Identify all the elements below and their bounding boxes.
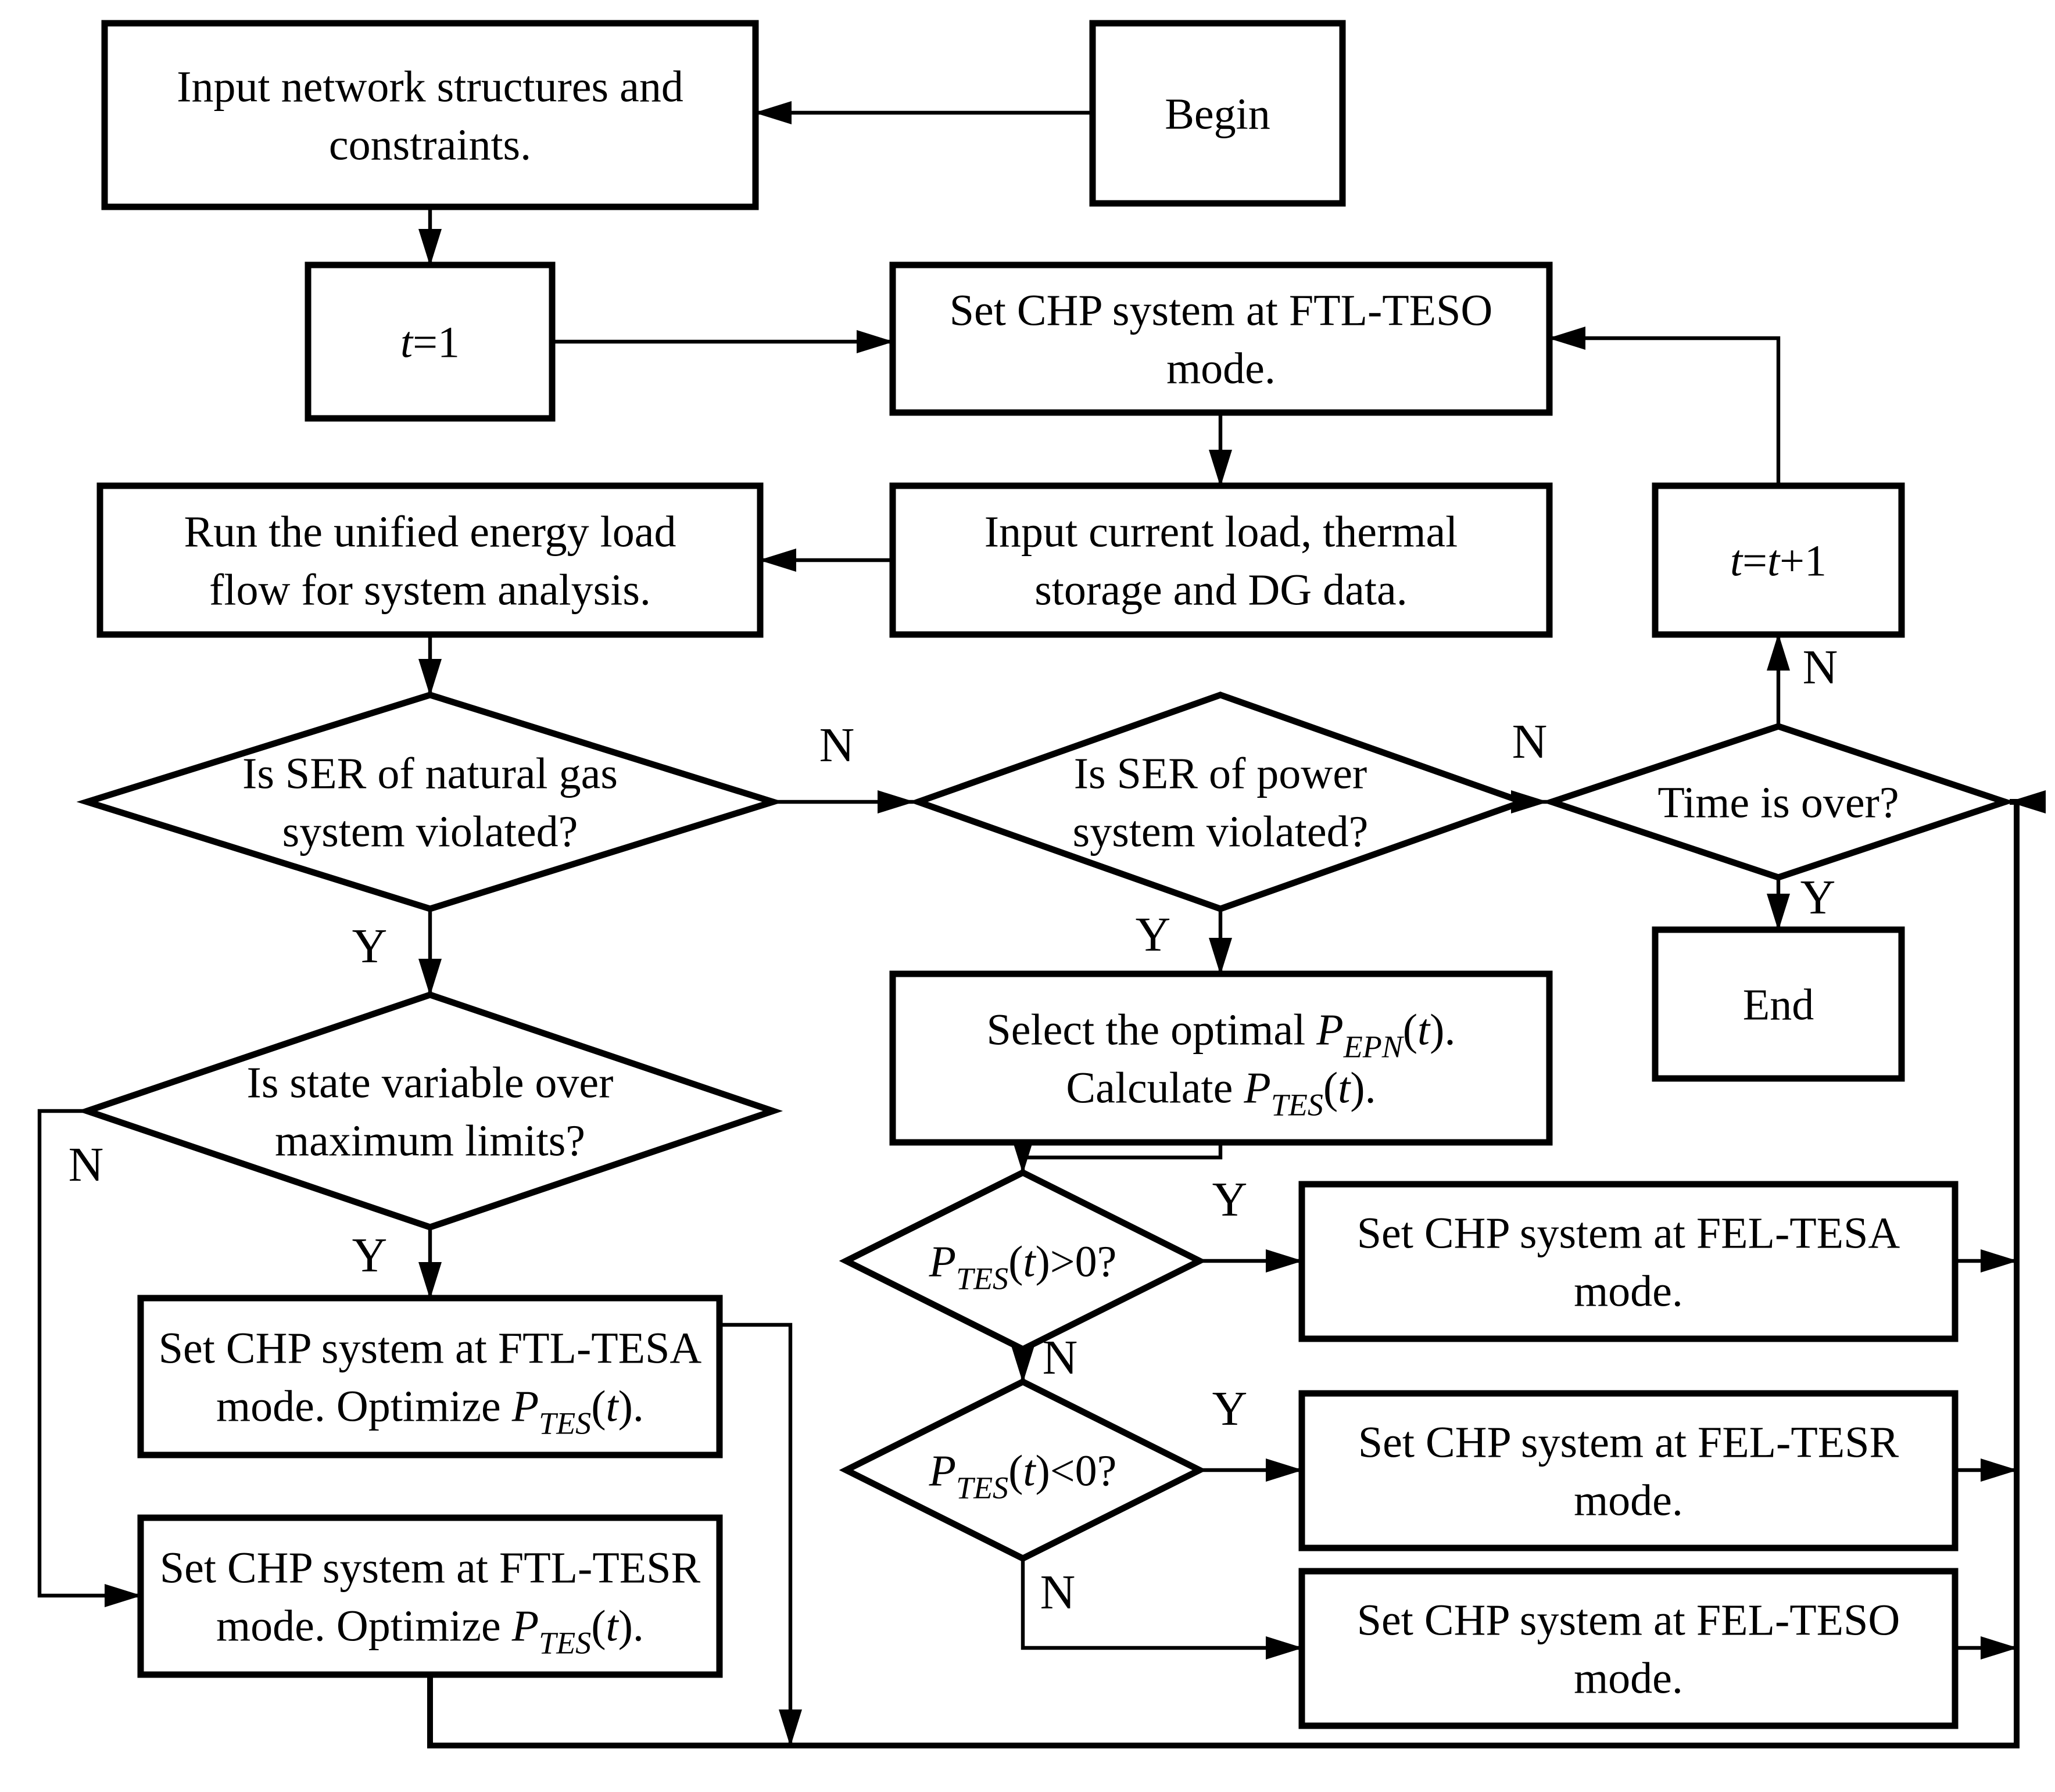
input-network-box: Input network structures and constraints. — [101, 20, 759, 210]
input-network-box-label: Input network structures and — [177, 63, 683, 112]
ser-natural-gas-diamond-label: system violated? — [282, 808, 578, 856]
input-network-box-shape — [101, 20, 759, 210]
ser-power-diamond-label: Is SER of power — [1074, 750, 1367, 798]
state-variable-diamond-label: maximum limits? — [275, 1117, 585, 1166]
nodes-layer: Input network structures and constraints.… — [76, 20, 2015, 1729]
t-increment-box-label: t=t+1 — [1730, 537, 1827, 586]
fel-teso-mode-box-label: Set CHP system at FEL-TESO — [1357, 1596, 1900, 1645]
ser-power-diamond: Is SER of power system violated? — [908, 691, 1533, 912]
ptes-negative-diamond-shape — [839, 1378, 1207, 1562]
fel-teso-mode-box-shape — [1298, 1568, 1959, 1729]
edge-label-ptes-negative-no-to-fel-teso: N — [1040, 1565, 1076, 1619]
edge-label-gas-no-to-power-diamond: N — [819, 718, 855, 772]
fel-tesr-mode-box-shape — [1298, 1390, 1959, 1551]
ptes-positive-diamond-shape — [839, 1169, 1207, 1353]
fel-tesa-mode-box-label: Set CHP system at FEL-TESA — [1357, 1209, 1900, 1258]
t-increment-box-shape — [1652, 482, 1905, 638]
edge-label-power-yes-to-select-optimal: Y — [1136, 908, 1171, 962]
edge-t-increment-to-ftl-teso — [1548, 327, 1781, 486]
ftl-tesr-mode-box: Set CHP system at FTL-TESR mode. Optimize… — [137, 1514, 723, 1678]
edge-state-no-to-ftl-tesr — [37, 1109, 142, 1607]
begin-box-label: Begin — [1165, 90, 1270, 139]
t-equals-1-box-label: t=1 — [400, 318, 460, 367]
state-variable-diamond: Is state variable over maximum limits? — [77, 991, 783, 1231]
fel-teso-mode-box-label: mode. — [1574, 1654, 1683, 1703]
ser-power-diamond-shape — [908, 691, 1533, 912]
state-variable-diamond-label: Is state variable over — [247, 1059, 614, 1108]
ptes-positive-diamond-label: PTES(t)>0? — [929, 1238, 1117, 1296]
run-unified-load-flow-box: Run the unified energy load flow for syst… — [96, 482, 764, 638]
ftl-tesa-mode-box: Set CHP system at FTL-TESA mode. Optimize… — [137, 1295, 723, 1458]
select-optimal-box: Select the optimal PEPN(t).Calculate PTE… — [889, 970, 1553, 1146]
fel-tesr-mode-box-label: mode. — [1574, 1476, 1683, 1525]
fel-teso-mode-box: Set CHP system at FEL-TESO mode. — [1298, 1568, 1959, 1729]
input-current-load-box: Input current load, thermal storage and D… — [889, 482, 1553, 638]
end-box-shape — [1652, 926, 1905, 1082]
fel-tesa-mode-box: Set CHP system at FEL-TESA mode. — [1298, 1181, 1959, 1342]
ser-power-diamond-label: system violated? — [1073, 808, 1369, 856]
edge-label-time-no-to-t-increment: N — [1803, 640, 1838, 694]
begin-box: Begin — [1089, 20, 1346, 207]
input-current-load-box-shape — [889, 482, 1553, 638]
select-optimal-box-shape — [889, 970, 1553, 1146]
fel-tesa-mode-box-label: mode. — [1574, 1267, 1683, 1316]
ftl-teso-mode-box-label: Set CHP system at FTL-TESO — [950, 286, 1493, 335]
edge-label-power-no-to-time-diamond: N — [1512, 715, 1548, 769]
end-box-label: End — [1743, 981, 1814, 1030]
input-network-box-label: constraints. — [329, 121, 531, 170]
edge-label-time-yes-to-end: Y — [1800, 870, 1836, 924]
ftl-tesa-mode-box-label: Set CHP system at FTL-TESA — [159, 1324, 702, 1373]
time-over-diamond-label: Time is over? — [1657, 779, 1899, 827]
ftl-tesa-mode-box-label: mode. Optimize PTES(t). — [216, 1382, 644, 1441]
input-current-load-box-label: Input current load, thermal — [984, 508, 1458, 557]
ftl-teso-mode-box-shape — [889, 261, 1553, 416]
ftl-teso-mode-box-label: mode. — [1166, 345, 1276, 393]
edge-label-ptes-negative-yes-to-fel-tesr: Y — [1212, 1382, 1248, 1436]
ptes-positive-diamond: PTES(t)>0? — [839, 1169, 1207, 1353]
input-current-load-box-label: storage and DG data. — [1034, 566, 1408, 615]
ptes-negative-diamond-label: PTES(t)<0? — [929, 1447, 1117, 1506]
edge-label-state-no-to-ftl-tesr: N — [69, 1138, 104, 1192]
ftl-tesa-mode-box-shape — [137, 1295, 723, 1458]
fel-tesr-mode-box: Set CHP system at FEL-TESR mode. — [1298, 1390, 1959, 1551]
run-unified-load-flow-box-shape — [96, 482, 764, 638]
ser-natural-gas-diamond-label: Is SER of natural gas — [242, 750, 618, 798]
run-unified-load-flow-box-label: flow for system analysis. — [209, 566, 651, 615]
select-optimal-box-label: Select the optimal PEPN(t). — [987, 1006, 1456, 1065]
ftl-tesr-mode-box-label: Set CHP system at FTL-TESR — [160, 1544, 701, 1593]
end-box: End — [1652, 926, 1905, 1082]
ser-natural-gas-diamond-shape — [76, 691, 784, 912]
t-equals-1-box: t=1 — [305, 261, 556, 422]
ptes-negative-diamond: PTES(t)<0? — [839, 1378, 1207, 1562]
fel-tesa-mode-box-shape — [1298, 1181, 1959, 1342]
fel-tesr-mode-box-label: Set CHP system at FEL-TESR — [1358, 1418, 1899, 1467]
ftl-teso-mode-box: Set CHP system at FTL-TESO mode. — [889, 261, 1553, 416]
ftl-tesr-mode-box-shape — [137, 1514, 723, 1678]
time-over-diamond: Time is over? — [1541, 723, 2015, 881]
state-variable-diamond-shape — [77, 991, 783, 1231]
t-equals-1-box-shape — [305, 261, 556, 422]
ftl-tesr-mode-box-label: mode. Optimize PTES(t). — [216, 1602, 644, 1661]
edge-label-gas-yes-to-state-diamond: Y — [352, 919, 388, 973]
edge-label-state-yes-to-ftl-tesa: Y — [352, 1228, 388, 1282]
begin-box-shape — [1089, 20, 1346, 207]
t-increment-box: t=t+1 — [1652, 482, 1905, 638]
ser-natural-gas-diamond: Is SER of natural gas system violated? — [76, 691, 784, 912]
edge-ftl-tesa-to-bottom-line — [719, 1323, 802, 1747]
edge-select-optimal-to-ptes-positive — [1011, 1137, 1223, 1174]
edge-label-ptes-positive-yes-to-fel-tesa: Y — [1212, 1173, 1248, 1227]
edge-ptes-negative-no-to-fel-teso — [1021, 1558, 1303, 1660]
time-over-diamond-shape — [1541, 723, 2015, 881]
select-optimal-box-label: Calculate PTES(t). — [1066, 1064, 1376, 1123]
run-unified-load-flow-box-label: Run the unified energy load — [184, 508, 676, 557]
